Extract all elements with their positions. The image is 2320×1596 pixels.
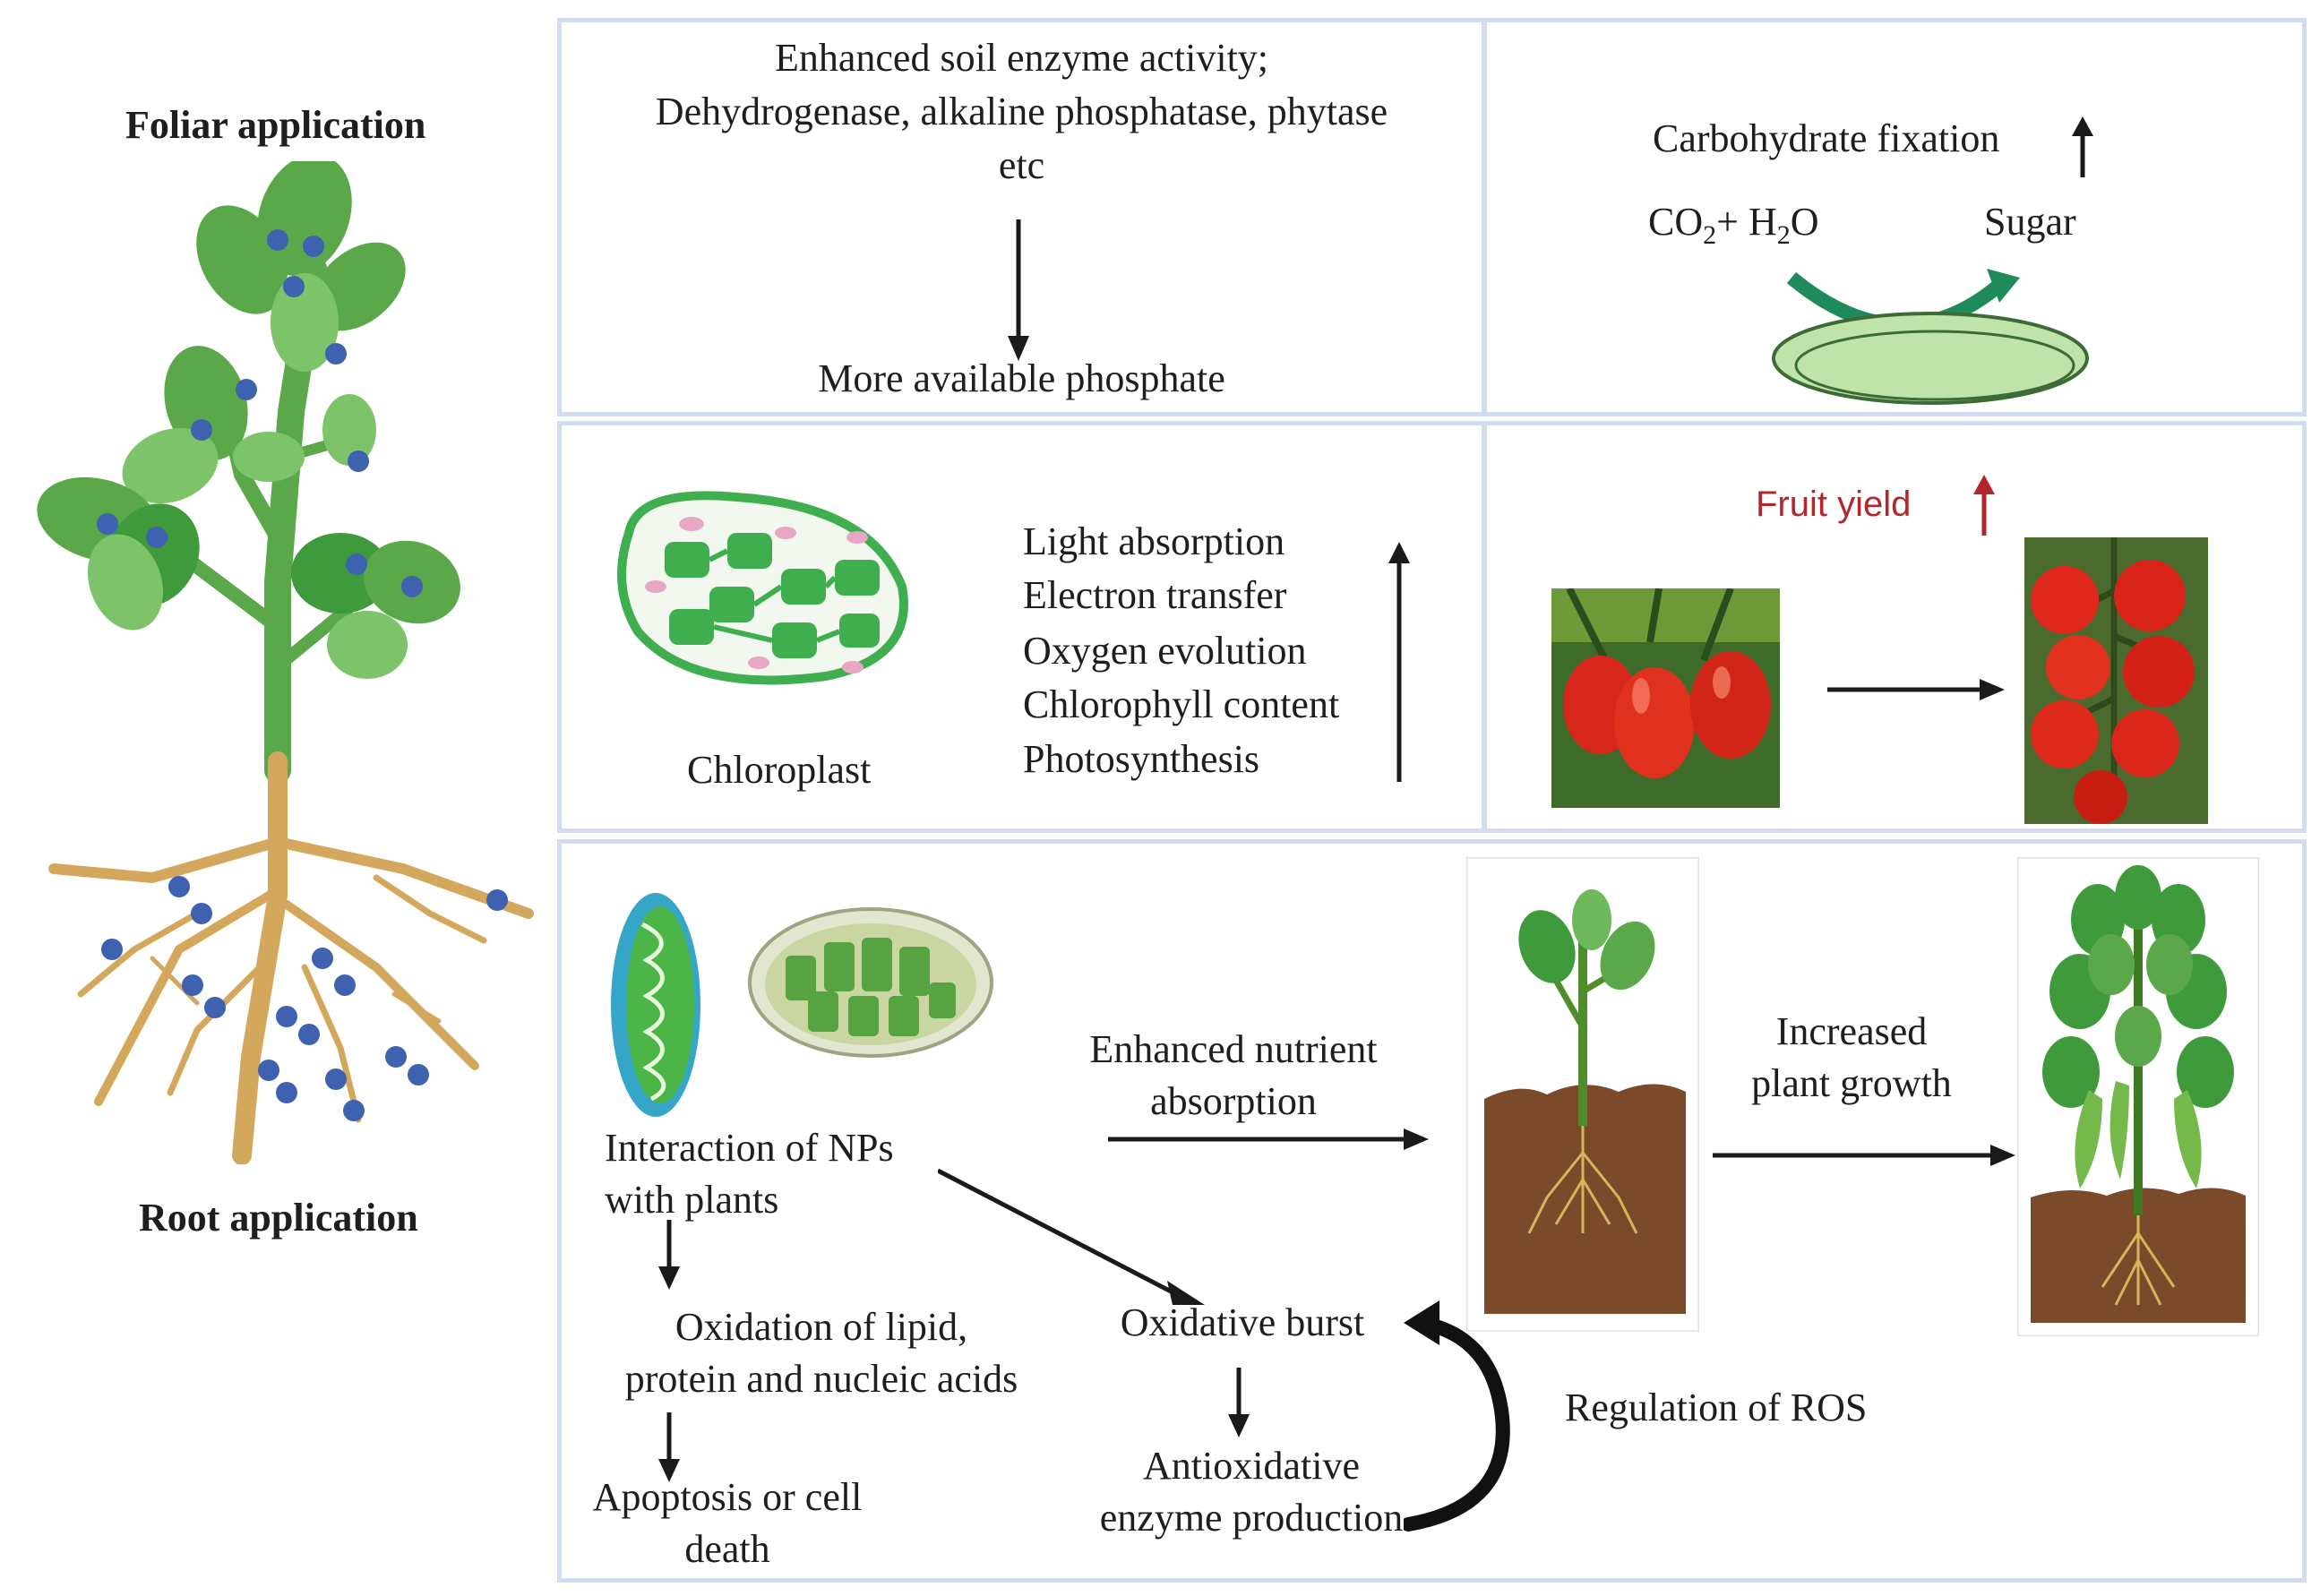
chloroplast-illustration <box>617 491 908 685</box>
red-up-arrow-icon <box>1973 475 1995 536</box>
chloroplast-3d-icon <box>748 907 993 1058</box>
fruit-yield-title: Fruit yield <box>1756 485 1912 524</box>
root-application-label: Root application <box>139 1196 418 1240</box>
interaction-line1: Interaction of NPs <box>605 1126 894 1170</box>
plant-leaves <box>37 161 460 679</box>
h2o-text: + H <box>1716 200 1777 244</box>
co2-subscript: 2 <box>1703 219 1717 250</box>
curved-arrow-head-icon <box>1987 269 2020 303</box>
interaction-line2: with plants <box>605 1178 779 1222</box>
soil-enzyme-line2: Dehydrogenase, alkaline phosphatase, phy… <box>655 90 1388 133</box>
right-arrow-icon <box>1108 1128 1429 1150</box>
carbohydrate-panel: Carbohydrate fixation CO2+ H2O Sugar <box>1482 18 2307 416</box>
photo-item: Electron transfer <box>1023 573 1287 617</box>
ros-curved-arrow-icon <box>1404 1300 1510 1532</box>
apoptosis-line1: Apoptosis or cell <box>592 1475 863 1519</box>
plastoglobuli <box>645 517 868 674</box>
np-interaction-panel: Interaction of NPs with plants Enhanced … <box>557 839 2307 1583</box>
co2-text: CO <box>1648 200 1704 244</box>
tomato-before-photo <box>1551 588 1780 808</box>
foliar-application-label: Foliar application <box>125 103 426 147</box>
apoptosis-line2: death <box>684 1527 770 1571</box>
growth-line2: plant growth <box>1751 1061 1952 1105</box>
leaf-disc <box>1772 312 2089 405</box>
antioxidative-line2: enzyme production <box>1099 1496 1404 1540</box>
nutrient-line1: Enhanced nutrient <box>1089 1027 1378 1071</box>
mitochondrion-icon <box>611 893 700 1117</box>
nutrient-line2: absorption <box>1150 1079 1317 1123</box>
regulation-ros: Regulation of ROS <box>1565 1386 1868 1429</box>
antioxidative-line1: Antioxidative <box>1143 1444 1360 1488</box>
chloroplast-panel: Chloroplast Light absorption Electron tr… <box>557 421 1486 833</box>
reactant-formula: CO2+ H2O <box>1648 195 1819 262</box>
right-arrow-icon <box>1713 1145 2015 1166</box>
oxidation-line2: protein and nucleic acids <box>624 1357 1018 1401</box>
up-arrow-icon <box>2072 116 2093 177</box>
tomato-after-photo <box>2024 537 2208 824</box>
h2o-subscript: 2 <box>1776 219 1791 250</box>
phosphate-result: More available phosphate <box>818 356 1225 400</box>
leaf-disc-illustration <box>1772 269 2089 405</box>
photo-item: Chlorophyll content <box>1023 682 1340 726</box>
soil-enzyme-line1: Enhanced soil enzyme activity; <box>774 36 1269 80</box>
oxidation-line1: Oxidation of lipid, <box>675 1305 968 1349</box>
growth-line1: Increased <box>1775 1009 1928 1053</box>
down-arrow-icon <box>658 1412 680 1482</box>
small-plant-photo <box>1466 857 1699 1332</box>
photo-item: Oxygen evolution <box>1023 629 1307 673</box>
plant-illustration <box>37 161 534 1164</box>
down-arrow-icon <box>1008 219 1029 361</box>
nanoparticle-dots <box>97 229 508 1121</box>
right-arrow-icon <box>1827 679 2005 700</box>
chloroplast-label: Chloroplast <box>687 748 872 792</box>
down-arrow-icon <box>658 1220 680 1290</box>
diagonal-arrow-icon <box>938 1168 1205 1305</box>
up-arrow-icon <box>1388 542 1410 782</box>
plant-roots <box>48 751 534 1164</box>
down-arrow-icon <box>1228 1368 1250 1437</box>
photo-item: Photosynthesis <box>1023 737 1260 781</box>
photo-item: Light absorption <box>1023 519 1285 563</box>
fruit-yield-panel: Fruit yield <box>1482 421 2307 833</box>
soil-enzyme-panel: Enhanced soil enzyme activity; Dehydroge… <box>557 18 1486 416</box>
oxidative-burst: Oxidative burst <box>1120 1300 1365 1344</box>
soil-enzyme-line3: etc <box>998 143 1045 187</box>
sugar-product: Sugar <box>1984 200 2076 244</box>
carbohydrate-title: Carbohydrate fixation <box>1653 116 2000 160</box>
large-plant-photo <box>2017 857 2259 1336</box>
oxygen-text: O <box>1790 200 1819 244</box>
thylakoid-stacks <box>665 533 880 658</box>
